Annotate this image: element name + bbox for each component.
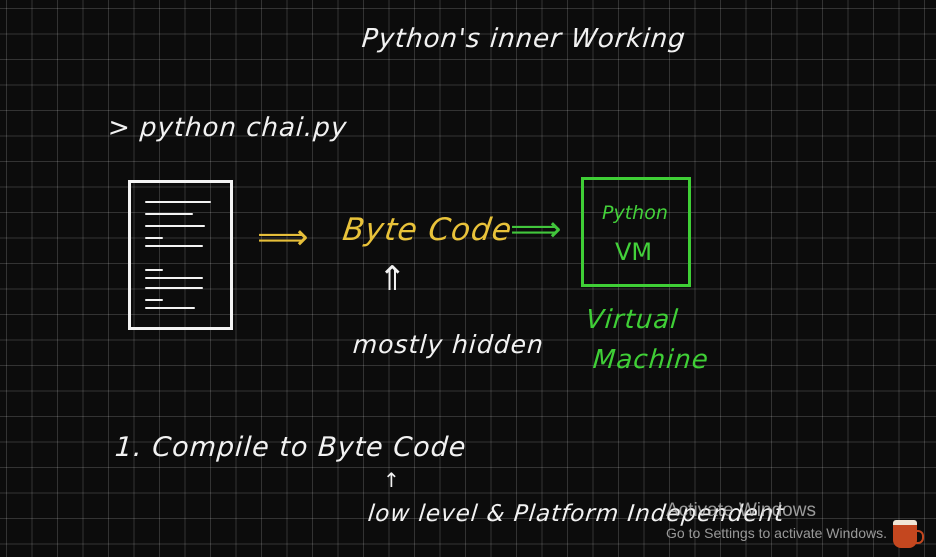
vm-box-line1: Python <box>602 202 668 224</box>
file-line <box>145 201 211 203</box>
activate-windows-hint: Go to Settings to activate Windows. <box>666 525 887 541</box>
file-line <box>145 213 193 215</box>
source-file-icon <box>128 180 233 330</box>
execute-arrow: ⟹ <box>510 209 562 250</box>
compile-arrow: ⟹ <box>257 217 309 258</box>
file-line <box>145 245 203 247</box>
file-line <box>145 299 163 301</box>
coffee-cup-icon[interactable] <box>893 520 924 548</box>
note-pointer-arrow: ↑ <box>383 468 400 492</box>
file-line <box>145 287 203 289</box>
virtual-machine-caption-line1: Virtual <box>584 305 680 335</box>
file-line <box>145 225 205 227</box>
activate-windows-watermark: Activate Windows <box>666 500 816 521</box>
vm-box-line2: VM <box>615 238 653 266</box>
diagram-title: Python's inner Working <box>360 24 688 54</box>
step-1-label: 1. Compile to Byte Code <box>113 432 468 463</box>
python-vm-box: Python VM <box>581 177 691 287</box>
mostly-hidden-label: mostly hidden <box>351 330 545 359</box>
file-line <box>145 237 163 239</box>
file-line <box>145 269 163 271</box>
command-line: > python chai.py <box>106 113 349 143</box>
hidden-pointer-arrow: ⇑ <box>378 259 407 299</box>
bytecode-label: Byte Code <box>340 212 515 248</box>
virtual-machine-caption-line2: Machine <box>591 345 711 375</box>
file-line <box>145 307 195 309</box>
file-line <box>145 277 203 279</box>
